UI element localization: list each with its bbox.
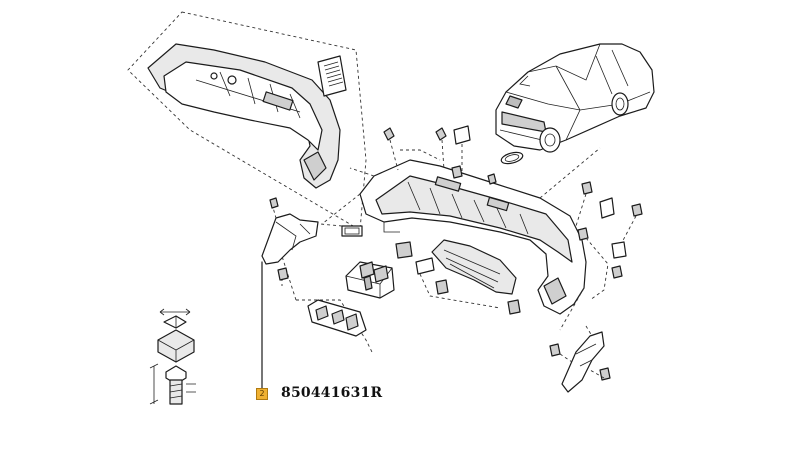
inset-bumper-rear-view bbox=[147, 43, 341, 189]
inset-frame bbox=[127, 11, 367, 231]
plate-bracket bbox=[341, 225, 363, 237]
left-side-bracket bbox=[261, 197, 319, 389]
lower-bracket-strip bbox=[307, 299, 367, 337]
right-side-bracket bbox=[549, 325, 611, 393]
part-number-label: 850441631R bbox=[281, 385, 383, 401]
main-bumper-cover bbox=[359, 159, 587, 315]
clip-kit-box bbox=[345, 261, 395, 299]
reference-number-badge: 2 bbox=[256, 388, 268, 400]
fastener-clips bbox=[341, 125, 643, 315]
lower-grille bbox=[431, 239, 517, 295]
fog-lamp-bezel bbox=[500, 151, 524, 165]
instruction-sheet-icon bbox=[317, 55, 347, 97]
car-silhouette bbox=[495, 43, 655, 153]
fastener-detail bbox=[149, 308, 196, 405]
